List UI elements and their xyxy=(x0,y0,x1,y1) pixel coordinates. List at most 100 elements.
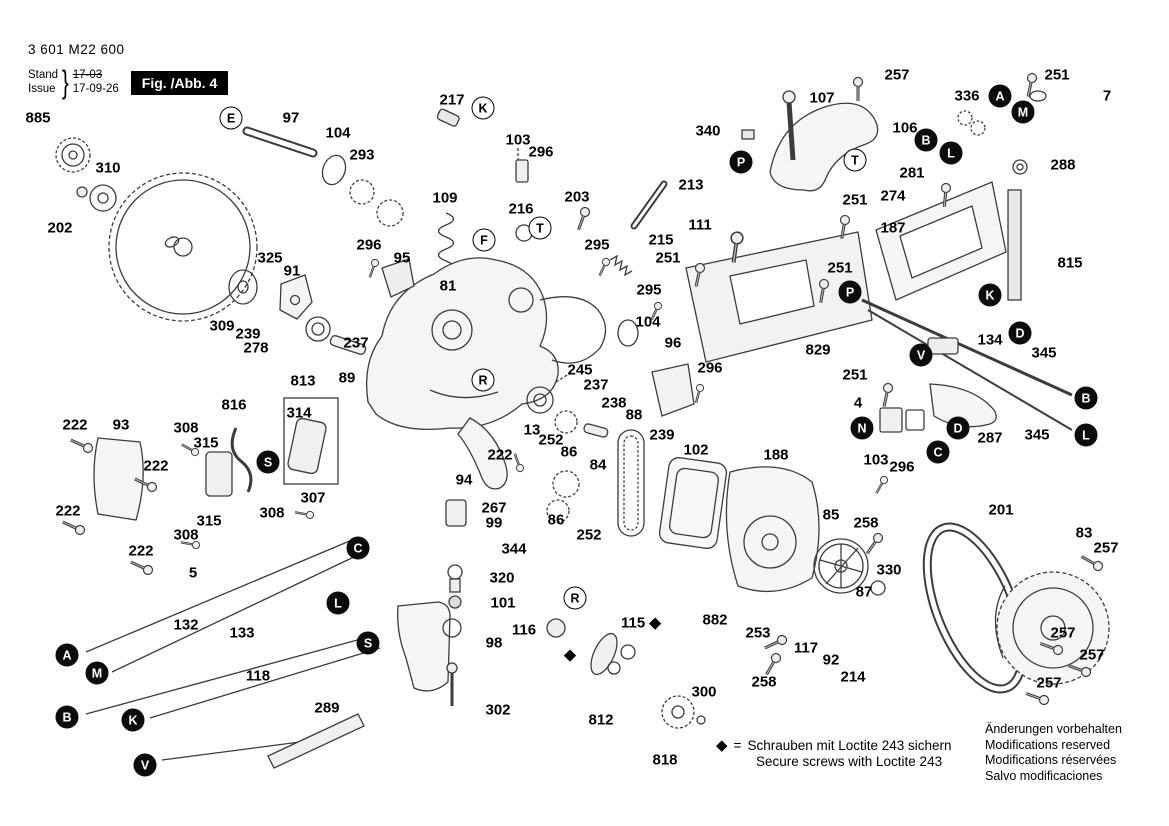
part-number-label: 258 xyxy=(853,514,879,532)
part-number-label: 95 xyxy=(393,249,411,267)
reference-letter-b: B xyxy=(1074,386,1098,410)
part-number-label: 296 xyxy=(528,143,554,161)
loctite-legend: ◆ = Schrauben mit Loctite 243 sichern Se… xyxy=(716,738,952,770)
part-number-label: 188 xyxy=(763,446,789,464)
reference-letter-c: C xyxy=(926,440,950,464)
part-number-label: 239 xyxy=(235,325,261,343)
part-number-label: 94 xyxy=(455,471,473,489)
reference-letter-f: F xyxy=(472,228,496,252)
part-number-label: 278 xyxy=(243,339,269,357)
part-number-label: 320 xyxy=(489,569,515,587)
part-number-label: 251 xyxy=(655,249,681,267)
slide-rail-assembly xyxy=(861,298,1073,433)
part-number-label: 345 xyxy=(1024,426,1050,444)
part-number-label: 296 xyxy=(697,359,723,377)
chain-and-sprockets xyxy=(546,429,645,537)
part-number-label: 816 xyxy=(221,396,247,414)
part-number-label: 5 xyxy=(188,564,198,582)
part-number-label: 217 xyxy=(439,91,465,109)
part-number-label: 118 xyxy=(245,667,271,685)
part-number-label: 216 xyxy=(508,200,534,218)
reference-letter-l: L xyxy=(939,141,963,165)
reference-letter-l: L xyxy=(1074,423,1098,447)
part-number-label: 103 xyxy=(863,451,889,469)
part-number-label: 222 xyxy=(62,416,88,434)
part-number-label: 133 xyxy=(229,624,255,642)
part-number-label: 87 xyxy=(855,583,873,601)
part-number-label: 257 xyxy=(1079,646,1105,664)
part-number-label: 104 xyxy=(325,124,351,142)
part-number-label: 295 xyxy=(584,236,610,254)
part-number-label: 106 xyxy=(892,119,918,137)
part-number-label: 93 xyxy=(112,416,130,434)
reference-letter-s: S xyxy=(356,631,380,655)
part-number-label: 104 xyxy=(635,313,661,331)
part-number-label: 296 xyxy=(889,458,915,476)
reference-letter-m: M xyxy=(85,661,109,685)
part-number-label: 4 xyxy=(853,394,863,412)
part-number-label: 295 xyxy=(636,281,662,299)
part-number-label: 101 xyxy=(490,594,516,612)
brace-glyph: } xyxy=(61,64,69,100)
part-number-label: 300 xyxy=(691,683,717,701)
reference-letter-e: E xyxy=(219,106,243,130)
part-number-label: 91 xyxy=(283,262,301,280)
part-number-label: 274 xyxy=(880,187,906,205)
part-number-label: 258 xyxy=(751,673,777,691)
reference-letter-v: V xyxy=(133,753,157,777)
stand-label: Stand xyxy=(28,69,59,81)
saw-blade-assembly xyxy=(55,137,367,355)
reference-letter-k: K xyxy=(121,708,145,732)
rights-note-es: Salvo modificaciones xyxy=(985,768,1103,783)
part-number-label: 116 xyxy=(511,621,537,639)
part-number-label: 257 xyxy=(1093,539,1119,557)
part-number-label: 257 xyxy=(1050,624,1076,642)
reference-letter-n: N xyxy=(850,416,874,440)
part-number-label: 252 xyxy=(538,431,564,449)
part-number-label: 239 xyxy=(649,426,675,444)
part-number-label: 7 xyxy=(1102,87,1112,105)
title-block: 3 601 M22 600 Stand Issue } 17-03 17-09-… xyxy=(28,42,229,101)
part-number-label: 288 xyxy=(1050,156,1076,174)
part-number-label: 13 xyxy=(523,421,541,439)
part-number-label: 215 xyxy=(648,231,674,249)
part-number-label: 813 xyxy=(290,372,316,390)
part-number-label: 293 xyxy=(349,146,375,164)
reference-letter-k: K xyxy=(978,283,1002,307)
part-number-label: 307 xyxy=(300,489,326,507)
gear-arm-housing xyxy=(365,257,695,490)
part-number-label: 92 xyxy=(822,651,840,669)
legend-equals: = xyxy=(733,738,742,753)
issue-date-new: 17-09-26 xyxy=(72,82,119,95)
reference-letter-t: T xyxy=(528,216,552,240)
part-number-label: 882 xyxy=(702,611,728,629)
reference-letter-k: K xyxy=(471,96,495,120)
part-number-label: 84 xyxy=(589,456,607,474)
part-number-label: 829 xyxy=(805,341,831,359)
part-number-label: 83 xyxy=(1075,524,1093,542)
reference-letter-m: M xyxy=(1011,100,1035,124)
figure-label: Fig. /Abb. 4 xyxy=(130,70,229,95)
handle-and-table-assembly xyxy=(685,90,1047,363)
part-number-label: 314 xyxy=(286,404,312,422)
part-number-label: 107 xyxy=(809,89,835,107)
part-number-label: 309 xyxy=(209,317,235,335)
part-number-label: 98 xyxy=(485,634,503,652)
part-number-label: 134 xyxy=(977,331,1003,349)
part-number-label: 345 xyxy=(1031,344,1057,362)
part-number-label: 201 xyxy=(988,501,1014,519)
part-number-label: 111 xyxy=(688,216,712,234)
part-number-label: 336 xyxy=(954,87,980,105)
part-number-label: 187 xyxy=(880,219,906,237)
diamond-icon: ◆ xyxy=(716,737,728,754)
part-number-label: 253 xyxy=(745,624,771,642)
reference-letter-b: B xyxy=(914,128,938,152)
reference-letter-c: C xyxy=(346,536,370,560)
part-number-label: 86 xyxy=(560,443,578,461)
part-number-label: 251 xyxy=(1044,66,1070,84)
part-number-label: 109 xyxy=(432,189,458,207)
rights-note-de: Änderungen vorbehalten xyxy=(985,722,1122,736)
part-number-label: 281 xyxy=(899,164,925,182)
part-number-label: 214 xyxy=(840,668,866,686)
